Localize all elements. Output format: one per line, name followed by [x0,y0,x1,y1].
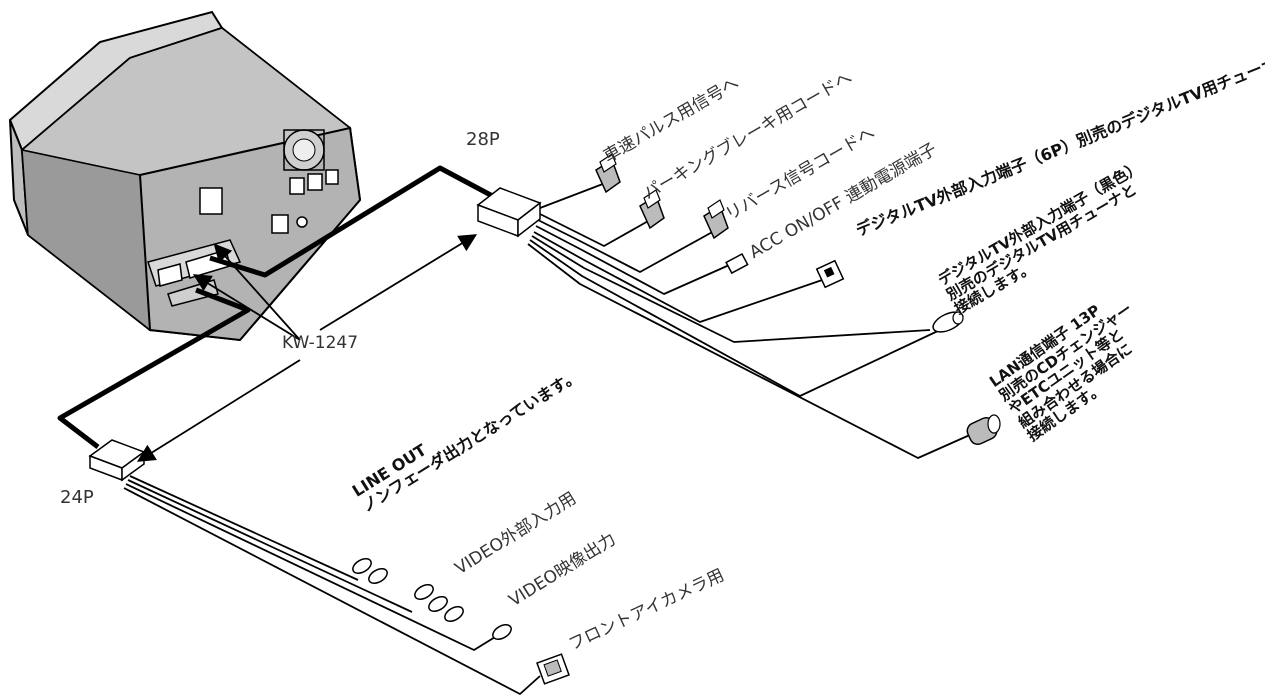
connector-dtv-6p [815,259,845,289]
connector-24p [88,439,146,482]
label-24p: 24P [60,487,94,508]
terminal-reverse [703,199,729,240]
terminal-parking-brake [639,189,665,230]
rca-video-in [352,558,388,584]
rca-front-camera [492,624,512,640]
leads-24p [123,475,541,695]
callout-arrows [136,234,478,462]
harness-cables [57,165,502,449]
connector-front-camera [536,653,570,685]
label-kw1247: KW-1247 [282,333,359,353]
rca-video-out [414,584,464,622]
connector-28p [476,187,542,238]
connector-dtv-black [932,311,964,333]
terminal-speed-pulse [595,153,621,194]
terminal-acc [725,252,749,275]
head-unit [8,10,362,342]
leads-28p [527,181,973,459]
label-28p: 28P [466,129,500,150]
connector-lan [966,414,1001,446]
